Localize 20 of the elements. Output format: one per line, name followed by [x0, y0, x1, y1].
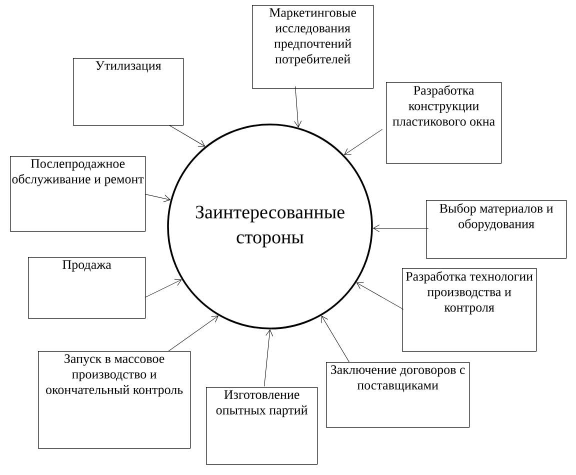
arrow — [145, 278, 182, 298]
arrow — [294, 86, 302, 128]
stage-box: Разработка технологии производства и контроля — [402, 268, 537, 352]
arrow — [145, 194, 170, 202]
stage-box: Заключение договоров с поставщиками — [326, 362, 470, 428]
arrow — [321, 316, 350, 363]
stage-box: Утилизация — [73, 58, 184, 126]
arrow — [344, 129, 383, 155]
stage-box: Выбор материалов и оборудования — [426, 200, 567, 259]
arrow — [373, 224, 429, 232]
stage-box: Маркетинговые исследования предпочтений потребителей — [252, 5, 374, 89]
stage-box: Разработка конструкции пластикового окна — [386, 82, 502, 164]
arrow — [356, 282, 404, 310]
stage-box: Изготовление опытных партий — [206, 387, 318, 465]
arrow — [168, 316, 218, 352]
arrow — [169, 125, 206, 147]
stage-box: Послепродажное обслуживание и ремонт — [10, 156, 146, 232]
stage-box: Запуск в массовое производство и окончательный контроль — [38, 351, 191, 449]
stage-box: Продажа — [28, 257, 146, 319]
arrow — [264, 330, 274, 387]
